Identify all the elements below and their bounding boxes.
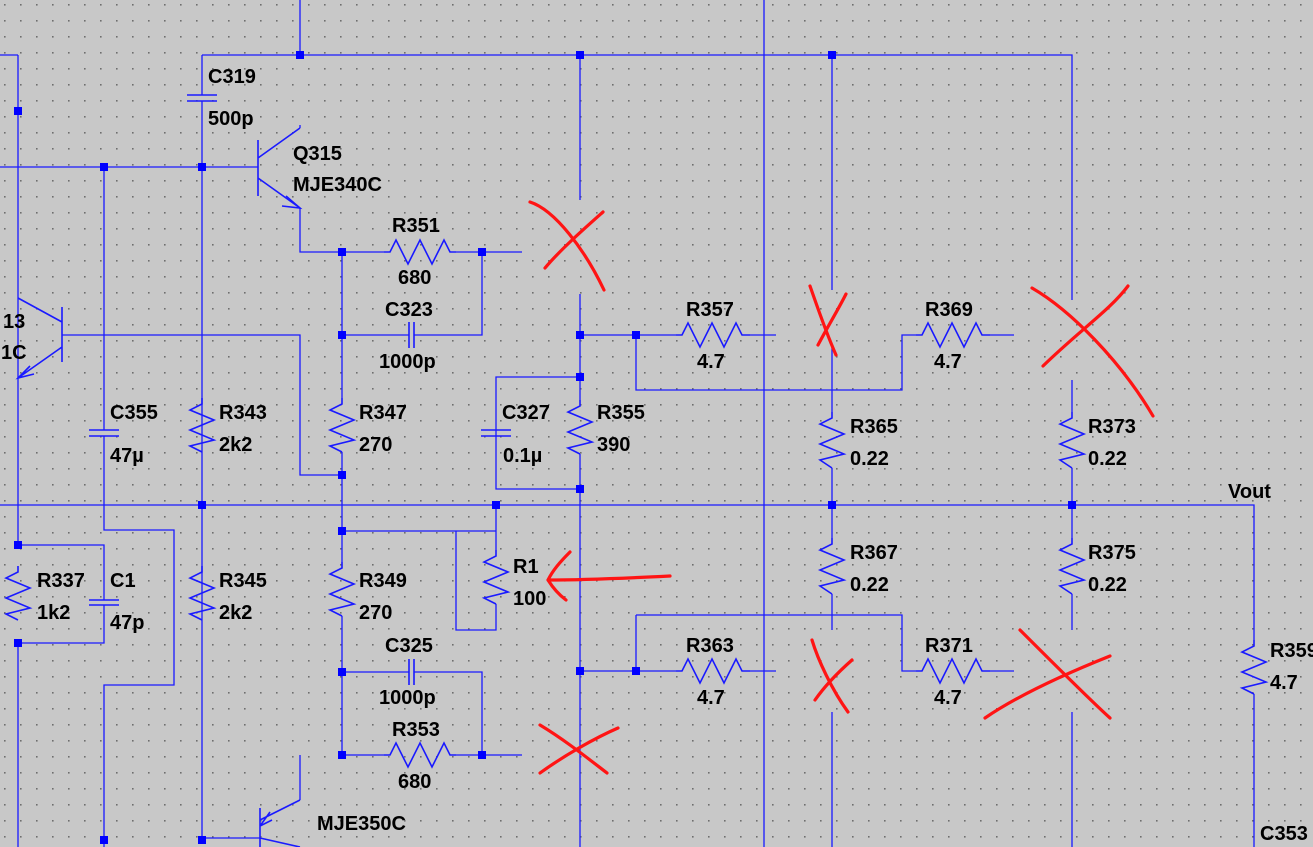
label-c327-value: 0.1µ xyxy=(503,445,542,467)
resistor-r363 xyxy=(676,657,750,685)
cross-mark-lower-left xyxy=(538,723,620,775)
label-r357-value: 4.7 xyxy=(697,351,725,373)
transistor-left xyxy=(15,297,63,380)
label-r355-name: R355 xyxy=(597,402,645,424)
label-c353-name: C353 xyxy=(1260,823,1308,845)
resistor-r345 xyxy=(187,566,217,621)
label-r349-value: 270 xyxy=(359,602,392,624)
capacitor-c355 xyxy=(89,429,119,437)
capacitor-c1 xyxy=(89,599,119,606)
label-r365-value: 0.22 xyxy=(850,448,889,470)
label-c319-name: C319 xyxy=(208,66,256,88)
label-r347-value: 270 xyxy=(359,434,392,456)
label-r351-name: R351 xyxy=(392,215,440,237)
label-c323-value: 1000p xyxy=(379,351,436,373)
label-r337-name: R337 xyxy=(37,570,85,592)
label-q-left-model: 1C xyxy=(1,342,27,364)
cross-mark-upper-middle xyxy=(808,284,848,357)
label-r371-value: 4.7 xyxy=(934,687,962,709)
label-r363-value: 4.7 xyxy=(697,687,725,709)
label-r351-value: 680 xyxy=(398,267,431,289)
transistor-mje350c xyxy=(259,799,301,847)
cross-mark-upper-right xyxy=(1030,284,1155,418)
resistor-r375 xyxy=(1057,538,1087,595)
label-r353-name: R353 xyxy=(392,719,440,741)
label-r359-name: R359 xyxy=(1270,640,1313,662)
label-c327-name: C327 xyxy=(502,402,550,424)
label-r337-value: 1k2 xyxy=(37,602,70,624)
label-r375-name: R375 xyxy=(1088,542,1136,564)
label-r369-value: 4.7 xyxy=(934,351,962,373)
label-r367-name: R367 xyxy=(850,542,898,564)
label-c355-value: 47µ xyxy=(110,445,144,467)
label-r363-name: R363 xyxy=(686,635,734,657)
label-r343-name: R343 xyxy=(219,402,267,424)
label-r373-value: 0.22 xyxy=(1088,448,1127,470)
resistor-r347 xyxy=(327,398,357,453)
resistor-r359 xyxy=(1239,640,1269,695)
label-r1-value: 100 xyxy=(513,588,546,610)
resistor-r371 xyxy=(916,657,990,685)
label-c355-name: C355 xyxy=(110,402,158,424)
label-c1-name: C1 xyxy=(110,570,136,592)
label-r355-value: 390 xyxy=(597,434,630,456)
capacitor-c325 xyxy=(408,659,415,685)
resistor-r357 xyxy=(676,321,750,349)
resistor-r353 xyxy=(384,741,456,769)
label-r349-name: R349 xyxy=(359,570,407,592)
label-c325-name: C325 xyxy=(385,635,433,657)
cross-mark-lower-right xyxy=(983,628,1112,720)
label-vout: Vout xyxy=(1228,481,1271,503)
label-r345-name: R345 xyxy=(219,570,267,592)
resistor-r367 xyxy=(817,538,847,595)
cross-mark-lower-middle xyxy=(810,638,854,714)
resistor-r349 xyxy=(327,562,357,617)
label-c323-name: C323 xyxy=(385,299,433,321)
red-annotations xyxy=(528,200,1155,775)
transistor-q315 xyxy=(257,127,303,210)
label-r369-name: R369 xyxy=(925,299,973,321)
label-q315-model: MJE340C xyxy=(293,174,382,196)
capacitor-c327 xyxy=(481,429,511,437)
label-r371-name: R371 xyxy=(925,635,973,657)
label-r359-value: 4.7 xyxy=(1270,672,1298,694)
label-c319-value: 500p xyxy=(208,108,254,130)
label-q-bottom-model: MJE350C xyxy=(317,813,406,835)
label-q315-name: Q315 xyxy=(293,143,342,165)
label-r367-value: 0.22 xyxy=(850,574,889,596)
resistor-r373 xyxy=(1057,412,1087,469)
label-c325-value: 1000p xyxy=(379,687,436,709)
label-r343-value: 2k2 xyxy=(219,434,252,456)
cross-mark-upper-left xyxy=(528,200,606,292)
arrow-mark-r1 xyxy=(546,550,672,602)
capacitor-c319 xyxy=(187,94,217,102)
label-r353-value: 680 xyxy=(398,771,431,793)
label-q-left-name: 13 xyxy=(3,311,25,333)
junction-nodes xyxy=(14,51,1076,844)
label-r365-name: R365 xyxy=(850,416,898,438)
resistor-r337 xyxy=(3,566,33,621)
resistor-r355 xyxy=(565,400,595,455)
resistor-r365 xyxy=(817,412,847,469)
label-r345-value: 2k2 xyxy=(219,602,252,624)
label-r1-name: R1 xyxy=(513,556,539,578)
wires xyxy=(0,0,1255,847)
label-r375-value: 0.22 xyxy=(1088,574,1127,596)
resistor-r351 xyxy=(384,238,456,266)
resistor-r343 xyxy=(187,398,217,453)
label-c1-value: 47p xyxy=(110,612,144,634)
label-r373-name: R373 xyxy=(1088,416,1136,438)
label-r357-name: R357 xyxy=(686,299,734,321)
component-labels: C319 500p Q315 MJE340C R351 680 C323 100… xyxy=(1,66,1313,845)
label-r347-name: R347 xyxy=(359,402,407,424)
capacitor-c323 xyxy=(408,322,415,348)
resistor-r1 xyxy=(481,550,511,605)
resistor-r369 xyxy=(916,321,990,349)
